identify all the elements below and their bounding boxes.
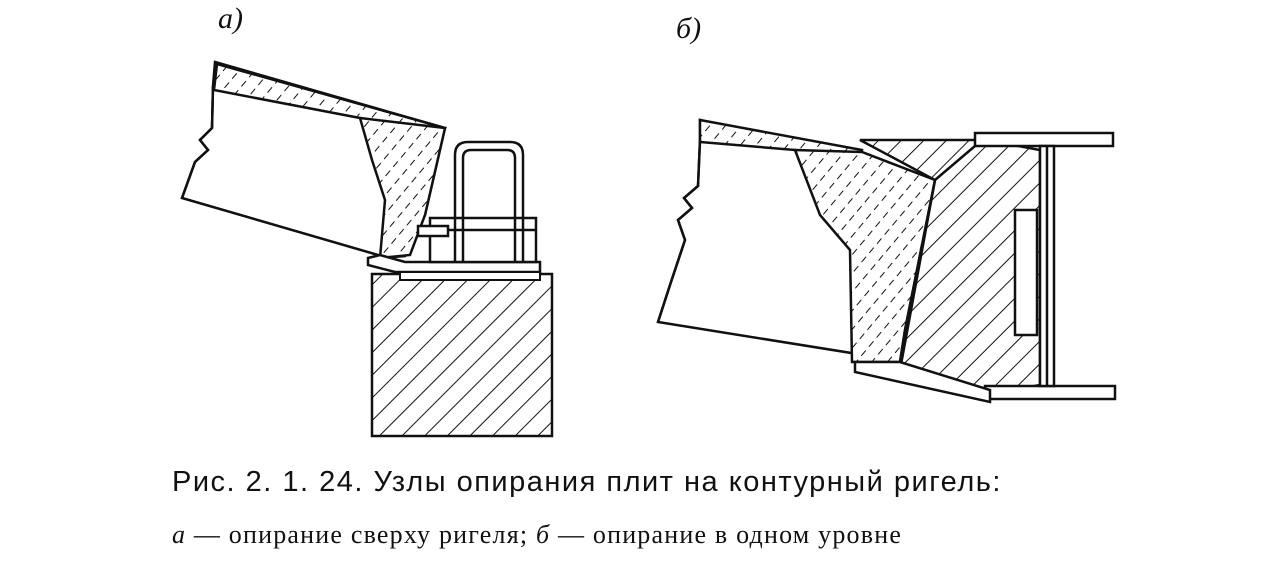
figure-caption-legend: а — опирание сверху ригеля; б — опирание… [172,520,902,550]
bearing-plate-b [853,360,992,404]
bearing-plate-a [366,253,542,274]
loop-bracket-a [453,140,525,220]
diagram-drawing [180,60,1117,438]
legend-key-b: б [536,520,551,549]
figure-caption-title: Рис. 2. 1. 24. Узлы опирания плит на кон… [172,466,1002,498]
i-beam-top-flange [973,131,1115,148]
slab-a-end-rib [358,116,447,260]
break-line-b [656,139,702,323]
label-detail-a: а) [218,2,243,35]
break-line-a [180,85,215,199]
legend-text-a: — опирание сверху ригеля; [186,520,536,549]
embedded-plate-b [1013,208,1039,337]
i-beam-bottom-flange [983,384,1117,401]
detail-b [656,118,1117,404]
anchor-bar-a [416,224,450,238]
label-detail-b: б) [676,12,702,45]
legend-key-a: а [172,520,187,549]
legend-text-b: — опирание в одном уровне [550,520,903,549]
loop-bracket-a-inner [461,148,517,220]
detail-a [180,60,554,438]
bracket-block-a [428,216,538,264]
beam-a [370,272,554,438]
